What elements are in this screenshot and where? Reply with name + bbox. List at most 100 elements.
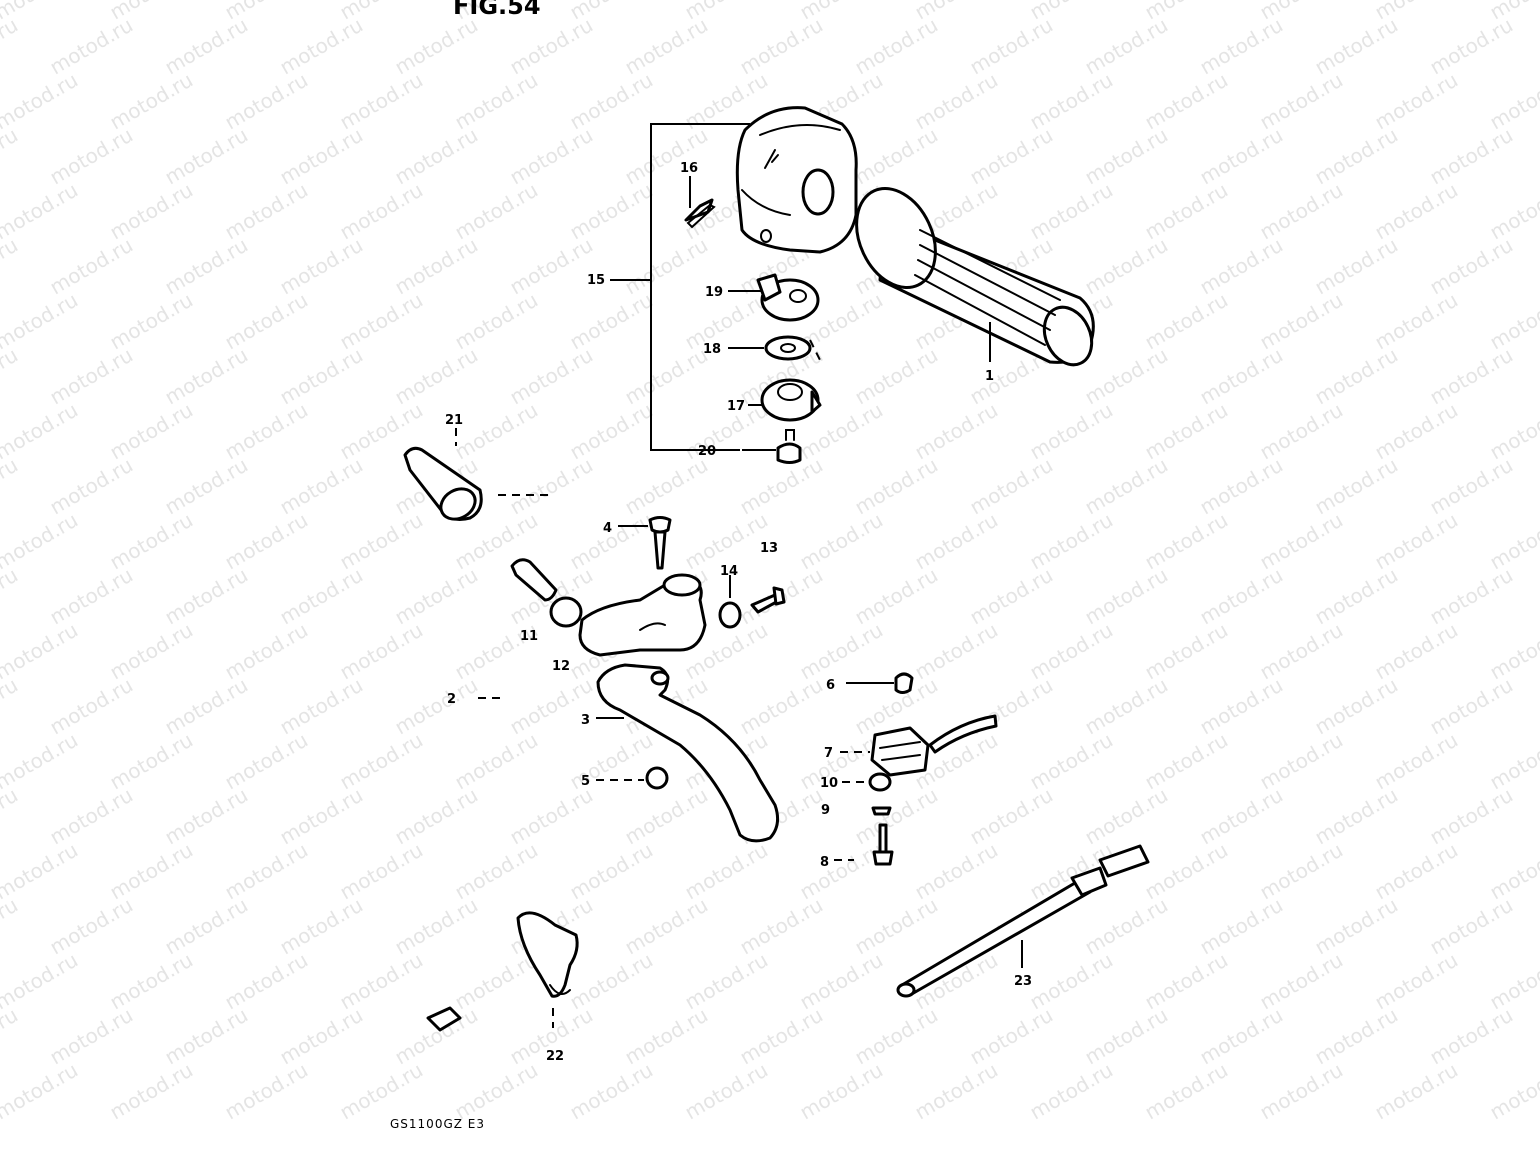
watermark-text: motod.ru (451, 68, 542, 135)
watermark-text: motod.ru (796, 838, 887, 905)
watermark-text: motod.ru (1026, 618, 1117, 685)
watermark-text: motod.ru (566, 728, 657, 795)
watermark-text: motod.ru (1256, 1058, 1347, 1125)
watermark-text: motod.ru (276, 673, 367, 740)
watermark-text: motod.ru (451, 178, 542, 245)
watermark-text: motod.ru (1196, 893, 1287, 960)
watermark-text: motod.ru (566, 1058, 657, 1125)
watermark-text: motod.ru (911, 68, 1002, 135)
watermark-text: motod.ru (1311, 233, 1402, 300)
callout-18: 18 (703, 342, 721, 357)
model-code: GS1100GZ E3 (390, 1117, 485, 1131)
watermark-text: motod.ru (106, 728, 197, 795)
watermark-text: motod.ru (1311, 673, 1402, 740)
callout-1: 1 (985, 369, 994, 384)
watermark-text: motod.ru (46, 673, 137, 740)
watermark-text: motod.ru (1311, 343, 1402, 410)
watermark-text: motod.ru (566, 508, 657, 575)
part-6 (846, 674, 912, 693)
watermark-text: motod.ru (0, 453, 22, 520)
watermark-text: motod.ru (161, 233, 252, 300)
watermark-text: motod.ru (221, 288, 312, 355)
watermark-text: motod.ru (0, 68, 82, 135)
watermark-text: motod.ru (1426, 123, 1517, 190)
watermark-text: motod.ru (221, 398, 312, 465)
watermark-text: motod.ru (621, 1003, 712, 1070)
watermark-text: motod.ru (1196, 563, 1287, 630)
watermark-text: motod.ru (276, 453, 367, 520)
watermark-text: motod.ru (451, 838, 542, 905)
watermark-text: motod.ru (1141, 618, 1232, 685)
watermark-text: motod.ru (1141, 178, 1232, 245)
part-10 (842, 774, 890, 790)
watermark-text: motod.ru (0, 728, 82, 795)
watermark-text: motod.ru (451, 288, 542, 355)
watermark-text: motod.ru (1141, 398, 1232, 465)
watermark-text: motod.ru (506, 783, 597, 850)
watermark-text: motod.ru (336, 68, 427, 135)
callout-15: 15 (587, 273, 605, 288)
watermark-text: motod.ru (1141, 948, 1232, 1015)
watermark-text: motod.ru (221, 838, 312, 905)
callout-23: 23 (1014, 974, 1032, 989)
watermark-text: motod.ru (681, 288, 772, 355)
watermark-text: motod.ru (966, 563, 1057, 630)
watermark-text: motod.ru (1081, 1003, 1172, 1070)
watermark-text: motod.ru (1196, 783, 1287, 850)
watermark-text: motod.ru (0, 288, 82, 355)
watermark-text: motod.ru (506, 343, 597, 410)
watermark-text: motod.ru (1081, 343, 1172, 410)
watermark-text: motod.ru (161, 673, 252, 740)
callout-19: 19 (705, 285, 723, 300)
watermark-text: motod.ru (391, 563, 482, 630)
watermark-text: motod.ru (221, 1058, 312, 1125)
watermark-text: motod.ru (1196, 123, 1287, 190)
watermark-text: motod.ru (1426, 13, 1517, 80)
watermark-text: motod.ru (221, 178, 312, 245)
watermark-text: motod.ru (336, 728, 427, 795)
watermark-text: motod.ru (621, 783, 712, 850)
callout-22: 22 (546, 1049, 564, 1064)
watermark-text: motod.ru (161, 1003, 252, 1070)
watermark-text: motod.ru (621, 233, 712, 300)
callout-3: 3 (581, 713, 590, 728)
watermark-text: motod.ru (1311, 13, 1402, 80)
watermark-text: motod.ru (1371, 838, 1462, 905)
callout-7: 7 (824, 746, 833, 761)
watermark-text: motod.ru (276, 123, 367, 190)
watermark-text: motod.ru (1486, 1058, 1540, 1125)
watermark-text: motod.ru (1371, 948, 1462, 1015)
watermark-text: motod.ru (1081, 123, 1172, 190)
watermark-text: motod.ru (1256, 838, 1347, 905)
watermark-text: motod.ru (1026, 178, 1117, 245)
watermark-text: motod.ru (106, 288, 197, 355)
watermark-text: motod.ru (391, 13, 482, 80)
watermark-text: motod.ru (46, 563, 137, 630)
watermark-text: motod.ru (1371, 508, 1462, 575)
watermark-text: motod.ru (1256, 288, 1347, 355)
callout-16: 16 (680, 161, 698, 176)
watermark-text: motod.ru (336, 178, 427, 245)
watermark-text: motod.ru (0, 563, 22, 630)
watermark-text: motod.ru (911, 838, 1002, 905)
watermark-text: motod.ru (0, 343, 22, 410)
callout-4: 4 (603, 521, 612, 536)
watermark-text: motod.ru (1486, 288, 1540, 355)
watermark-text: motod.ru (1486, 508, 1540, 575)
watermark-text: motod.ru (1081, 673, 1172, 740)
watermark-text: motod.ru (1081, 453, 1172, 520)
callout-14: 14 (720, 564, 738, 579)
watermark-text: motod.ru (851, 13, 942, 80)
watermark-text: motod.ru (1486, 618, 1540, 685)
watermark-text: motod.ru (0, 673, 22, 740)
watermark-text: motod.ru (736, 893, 827, 960)
watermark-text: motod.ru (1196, 343, 1287, 410)
watermark-text: motod.ru (911, 1058, 1002, 1125)
watermark-text: motod.ru (0, 948, 82, 1015)
watermark-text: motod.ru (1141, 68, 1232, 135)
watermark-text: motod.ru (1426, 893, 1517, 960)
watermark-text: motod.ru (0, 123, 22, 190)
watermark-text: motod.ru (106, 618, 197, 685)
watermark-text: motod.ru (336, 288, 427, 355)
